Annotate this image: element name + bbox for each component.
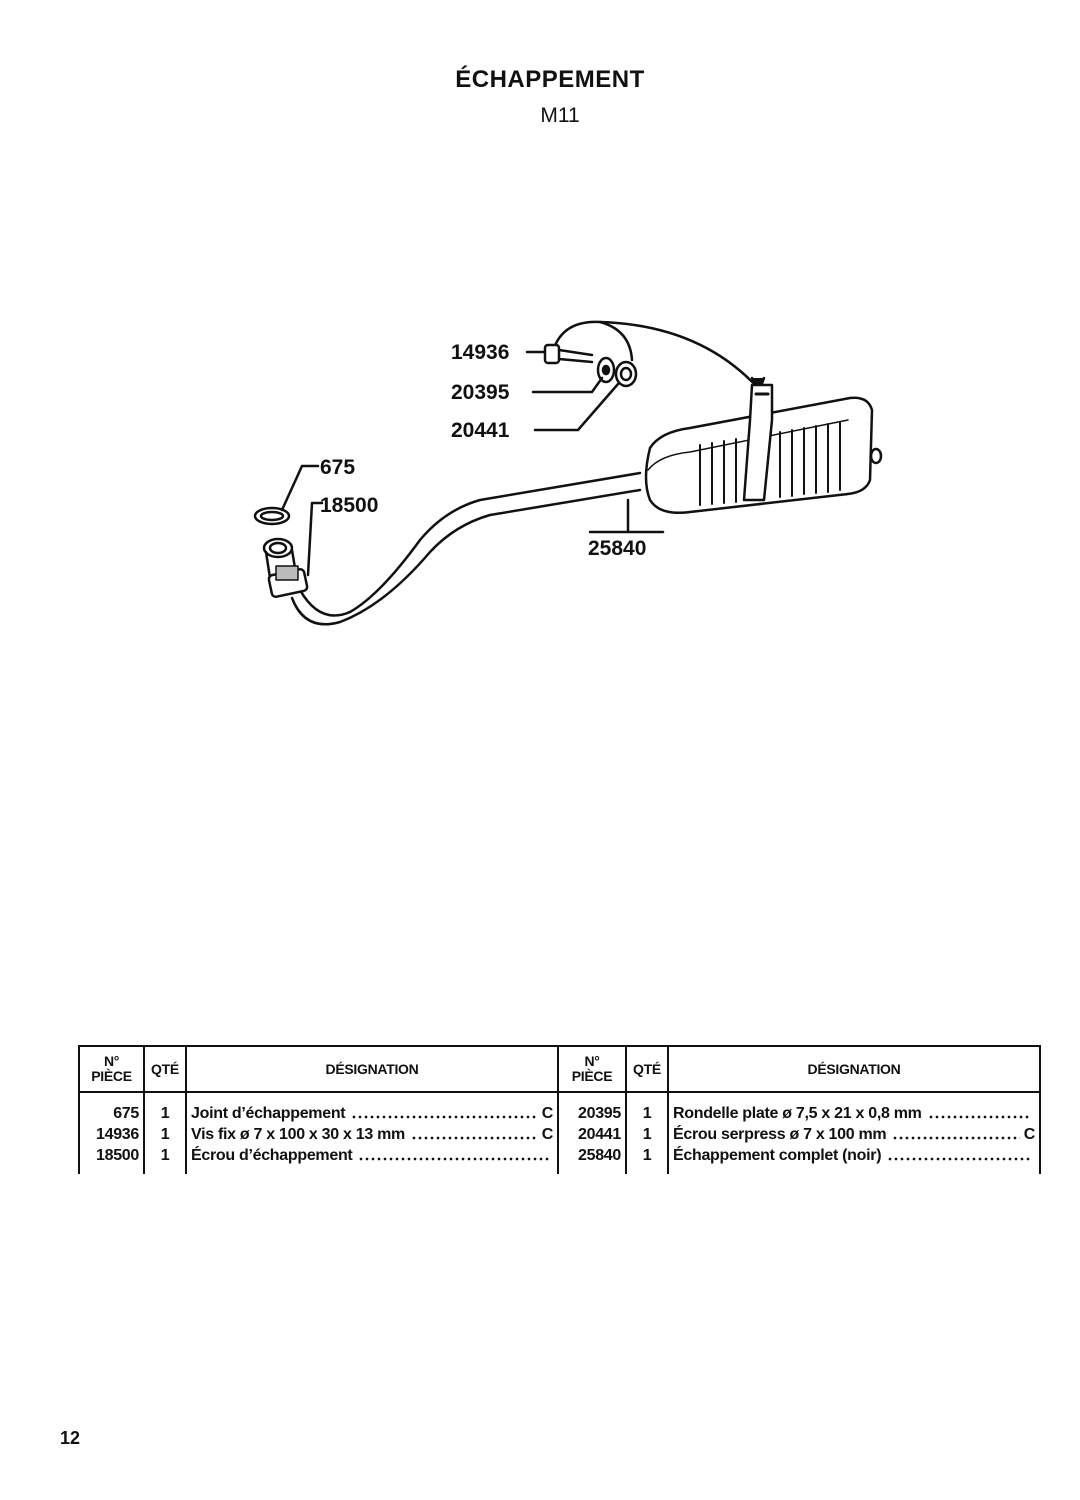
callout-14936: 14936 (451, 341, 509, 364)
callout-18500: 18500 (320, 494, 378, 517)
leader-dots (410, 1135, 538, 1141)
nut-part (614, 360, 638, 388)
callout-25840: 25840 (588, 537, 646, 560)
quantity: 1 (143, 1145, 187, 1174)
designation: Rondelle plate ø 7,5 x 21 x 0,8 mm (673, 1105, 922, 1122)
col-qty: QTÉ (143, 1045, 187, 1093)
designation: Vis fix ø 7 x 100 x 30 x 13 mm (191, 1126, 405, 1143)
designation: Joint d’échappement (191, 1105, 346, 1122)
leader-dots (892, 1135, 1020, 1141)
bolt-part (543, 343, 594, 365)
part-number: 20441 (557, 1124, 627, 1145)
gasket-part (253, 506, 291, 526)
part-number: 25840 (557, 1145, 627, 1174)
leader-dots (358, 1156, 549, 1162)
designation-cell: Vis fix ø 7 x 100 x 30 x 13 mm C (185, 1124, 559, 1145)
designation: Échappement complet (noir) (673, 1147, 882, 1164)
code: C (1023, 1126, 1036, 1143)
quantity: 1 (143, 1124, 187, 1145)
callout-20395: 20395 (451, 381, 510, 404)
designation-cell: Échappement complet (noir) (667, 1145, 1041, 1174)
parts-table: N°PIÈCE QTÉ DÉSIGNATION N°PIÈCE QTÉ DÉSI… (78, 1045, 1041, 1174)
designation: Écrou serpress ø 7 x 100 mm (673, 1126, 887, 1143)
col-designation: DÉSIGNATION (185, 1045, 559, 1093)
col-piece-2: N°PIÈCE (557, 1045, 627, 1093)
callout-675: 675 (320, 456, 355, 479)
designation: Écrou d’échappement (191, 1147, 353, 1164)
quantity: 1 (625, 1092, 669, 1124)
page-number: 12 (60, 1428, 81, 1448)
model-code: M11 (540, 104, 580, 127)
col-designation-2: DÉSIGNATION (667, 1045, 1041, 1093)
part-number: 675 (78, 1092, 145, 1124)
code: C (541, 1105, 554, 1122)
designation-cell: Écrou serpress ø 7 x 100 mm C (667, 1124, 1041, 1145)
flange-nut-part (262, 537, 309, 599)
leader-dots (887, 1156, 1031, 1162)
col-piece: N°PIÈCE (78, 1045, 145, 1093)
col-qty-2: QTÉ (625, 1045, 669, 1093)
quantity: 1 (625, 1145, 669, 1174)
page-title: ÉCHAPPEMENT (455, 66, 645, 93)
callout-20441: 20441 (451, 419, 510, 442)
part-number: 14936 (78, 1124, 145, 1145)
exhaust-pipe (298, 471, 642, 617)
leader-dots (351, 1114, 538, 1120)
part-number: 20395 (557, 1092, 627, 1124)
quantity: 1 (625, 1124, 669, 1145)
part-number: 18500 (78, 1145, 145, 1174)
code: C (541, 1126, 554, 1143)
leader-dots (927, 1114, 1031, 1120)
bracket (742, 383, 774, 502)
quantity: 1 (143, 1092, 187, 1124)
designation-cell: Écrou d’échappement (185, 1145, 559, 1174)
table-header-row: N°PIÈCE QTÉ DÉSIGNATION N°PIÈCE QTÉ DÉSI… (78, 1045, 1041, 1093)
exhaust-diagram: 14936 20395 20441 675 18500 25840 (253, 320, 883, 626)
assembly-arrow (550, 320, 760, 390)
designation-cell: Joint d’échappement C (185, 1092, 559, 1124)
designation-cell: Rondelle plate ø 7,5 x 21 x 0,8 mm (667, 1092, 1041, 1124)
